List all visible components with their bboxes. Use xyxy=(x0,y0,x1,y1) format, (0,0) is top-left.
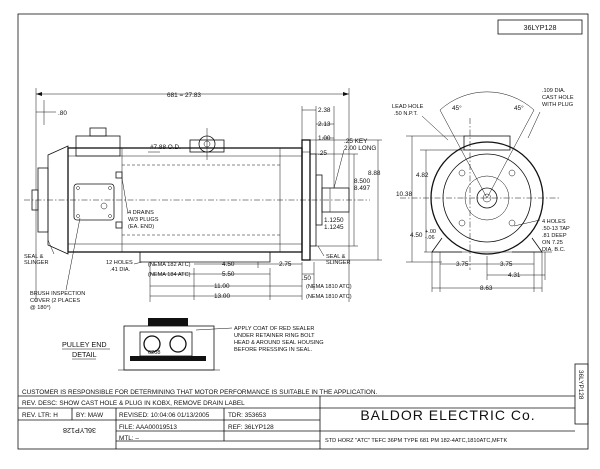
overall-length-dim: 681 = 27.83 xyxy=(167,92,201,99)
key-label-1: .25 KEY xyxy=(344,138,368,145)
note-2: UNDER RETAINER RING BOLT xyxy=(234,333,315,339)
dim-482: 4.82 xyxy=(416,172,429,179)
dim-450-end: 4.50 xyxy=(410,232,423,239)
holes-end-1: 4 HOLES xyxy=(542,219,566,225)
pulley-detail: PULLEY END DETAIL 6208 APPLY COAT OF RED… xyxy=(62,318,324,371)
key-label-2: 2.00 LONG xyxy=(344,145,376,152)
dim-888: 8.88 xyxy=(368,170,381,177)
rev-ltr: REV. LTR: H xyxy=(22,412,58,419)
file-number: FILE: AAA00019513 xyxy=(119,424,177,431)
side-id: 36LYP128 xyxy=(574,363,589,425)
side-drawing-id: 36LYP128 xyxy=(577,370,584,400)
seal-right-1: SEAL & xyxy=(326,254,346,260)
cast-hole-2: CAST HOLE xyxy=(542,95,574,101)
bearing-part-no: 6208 xyxy=(148,350,160,356)
drains-label-3: (EA. END) xyxy=(128,224,154,230)
holes-end-5: DIA. B.C. xyxy=(542,247,566,253)
motor-description: STD HORZ "ATC" TEFC 36PM TYPE 681 PM 182… xyxy=(325,438,507,444)
dim-8497: 8.497 xyxy=(354,185,370,192)
note-1: APPLY COAT OF RED SEALER xyxy=(234,326,314,332)
brush-label-2: COVER (2 PLACES xyxy=(30,298,80,304)
dim-375-left: 3.75 xyxy=(456,261,469,268)
od-label: #7.88 O.D. xyxy=(150,144,181,151)
tdr-number: TDR: 353653 xyxy=(228,412,266,419)
dim-863: 8.63 xyxy=(480,285,493,292)
dim-431: 4.31 xyxy=(508,272,521,279)
dim-213: 2.13 xyxy=(318,121,331,128)
sheet-border xyxy=(17,13,589,450)
dim-100: 1.00 xyxy=(318,135,331,142)
bottom-drawing-id: 36LYP128 xyxy=(63,426,96,435)
seal-right-2: SLINGER xyxy=(326,260,351,266)
seal-left-2: SLINGER xyxy=(24,260,49,266)
dim-375-right: 3.75 xyxy=(500,261,513,268)
tol-450-plus: +.00 xyxy=(425,229,436,235)
revised-date: REVISED: 10:04:06 01/13/2005 xyxy=(119,412,210,419)
angle-left: 45° xyxy=(452,104,462,112)
drains-label-1: 4 DRAINS xyxy=(128,210,154,216)
pulley-title-1: PULLEY END xyxy=(62,340,107,349)
holes-end-4: ON 7.25 xyxy=(542,240,563,246)
end-view: 45° 45° LEAD HOLE .50 N.P.T. .109 DIA. C… xyxy=(392,88,574,292)
dim-1100: 11.00 xyxy=(214,283,230,290)
tol-450-minus: -.06 xyxy=(425,235,435,241)
nema-1810-a: (NEMA 1810 ATC) xyxy=(306,284,352,290)
ref-number: REF: 36LYP128 xyxy=(228,424,274,431)
drawing-id: 36LYP128 xyxy=(523,23,556,32)
holes-label-1: 12 HOLES xyxy=(106,260,133,266)
dim-550: 5.50 xyxy=(222,271,235,278)
holes-end-3: .81 DEEP xyxy=(542,233,567,239)
holes-end-2: .50-13 TAP xyxy=(542,226,570,232)
dim-275: 2.75 xyxy=(279,261,292,268)
nema-184: (NEMA 184 ATC) xyxy=(148,272,191,278)
mtl-label: MTL: – xyxy=(119,435,139,442)
nema-1810-b: (NEMA 1810 ATC) xyxy=(306,294,352,300)
pulley-title-2: DETAIL xyxy=(72,350,97,359)
nema-182: (NEMA 182 ATC) xyxy=(148,262,191,268)
cast-hole-3: WITH PLUG xyxy=(542,102,573,108)
note-3: HEAD & AROUND SEAL HOUSING xyxy=(234,340,324,346)
holes-label-2: .41 DIA. xyxy=(110,267,131,273)
dim-80: .80 xyxy=(58,110,67,117)
dim-50: .50 xyxy=(302,275,311,282)
company-name: BALDOR ELECTRIC Co. xyxy=(360,407,535,423)
lead-hole-2: .50 N.P.T. xyxy=(394,111,418,117)
title-block: CUSTOMER IS RESPONSIBLE FOR DETERMINING … xyxy=(18,389,575,449)
seal-left-1: SEAL & xyxy=(24,254,44,260)
side-view: 681 = 27.83 .80 xyxy=(24,88,382,311)
lead-hole-1: LEAD HOLE xyxy=(392,104,424,110)
rev-by: BY: MAW xyxy=(76,412,104,419)
brush-label-1: BRUSH INSPECTION xyxy=(30,291,85,297)
note-4: BEFORE PRESSING IN SEAL. xyxy=(234,347,312,353)
dim-1038: 10.38 xyxy=(396,191,412,198)
dim-8500: 8.500 xyxy=(354,178,370,185)
performance-notice: CUSTOMER IS RESPONSIBLE FOR DETERMINING … xyxy=(22,389,377,396)
dim-11245: 1.1245 xyxy=(324,224,344,231)
angle-right: 45° xyxy=(514,104,524,112)
cast-hole-1: .109 DIA. xyxy=(542,88,566,94)
dim-450: 4.50 xyxy=(222,261,235,268)
dim-1300: 13.00 xyxy=(214,293,230,300)
rev-desc: REV. DESC: SHOW CAST HOLE & PLUG IN KOBX… xyxy=(22,400,245,407)
dim-25: .25 xyxy=(318,150,327,157)
dim-11250: 1.1250 xyxy=(324,217,344,224)
drains-label-2: W/3 PLUGS xyxy=(128,217,159,223)
brush-label-3: @ 180°) xyxy=(30,305,51,311)
dim-238: 2.38 xyxy=(318,107,331,114)
